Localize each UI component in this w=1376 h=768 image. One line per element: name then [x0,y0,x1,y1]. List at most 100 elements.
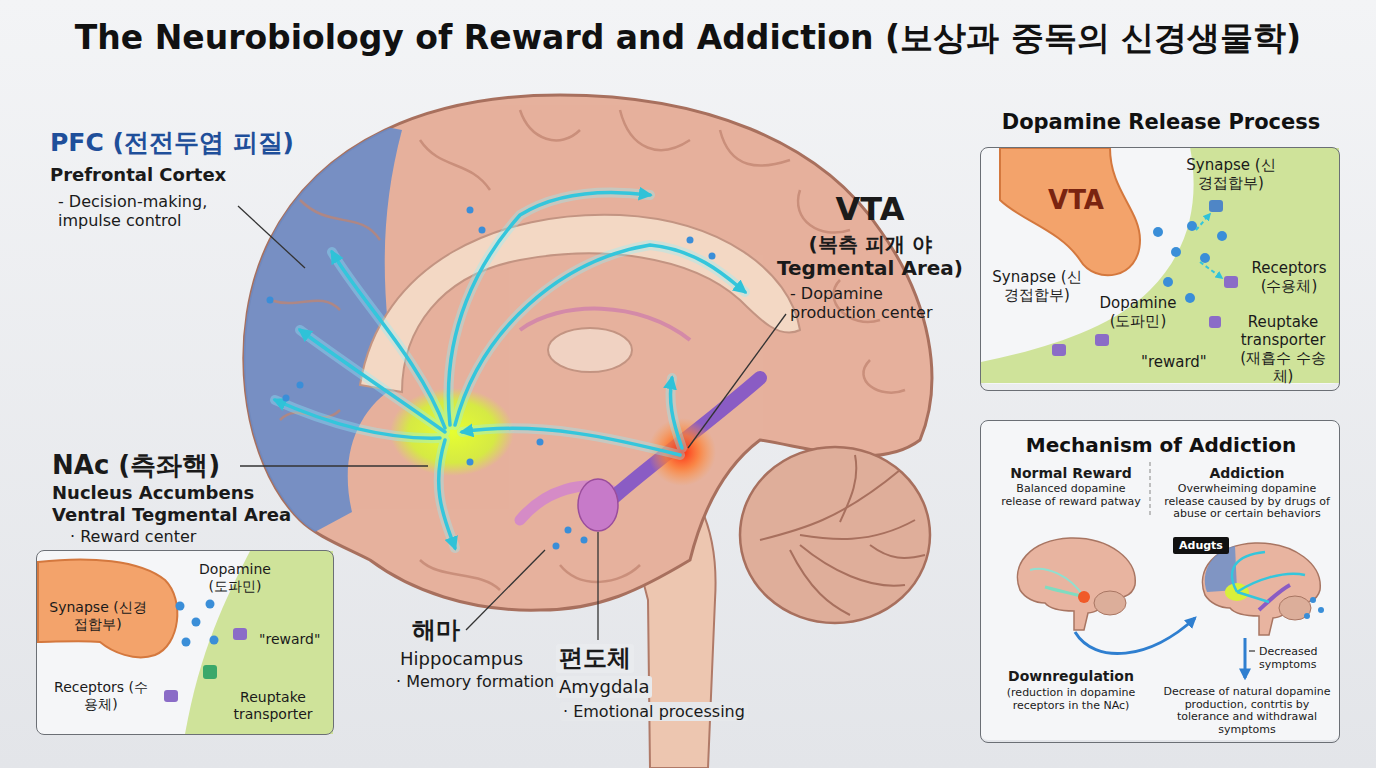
region-label: - Dopamine production center [790,284,965,322]
illustration-part [520,110,580,140]
illustration-part [1310,597,1316,603]
illustration-part [203,665,217,679]
mechanism-panel: Mechanism of AddictionNormal RewardBalan… [980,420,1340,743]
illustration-part [1196,214,1222,278]
region-label: Prefrontal Cortex [50,164,226,186]
illustration-part [620,110,690,150]
cerebellum [740,447,930,623]
illustration-part [275,400,440,438]
illustration-part [1200,262,1222,278]
illustration-part [1224,276,1238,288]
illustration-part [332,252,445,428]
tag-box: Adugts [1173,537,1229,554]
synapse-inset-art [36,550,334,735]
node-text: Overwheiming dopamine release caused by … [1161,483,1333,521]
process-panel: Dopamine Release ProcessSynapse (신경접합부)R… [980,147,1340,391]
node-text: Dopamine (도파민) [1093,294,1183,330]
illustration-part [1052,344,1066,356]
region-label: · Reward center [70,527,196,546]
region-label: · Memory formation [396,672,554,691]
release-panel-art [980,147,1340,384]
illustration-part [182,638,191,647]
illustration-part [1232,552,1305,602]
illustration-part [283,395,290,402]
illustration-part [760,455,925,615]
illustration-part [1209,200,1223,212]
illustration-part [270,300,340,310]
illustration-part [870,545,925,558]
illustration-part [720,130,790,166]
illustration-part [537,439,544,446]
synapse-inset: Dopamine (도파민) Synapse (신경접합부) "reward" Rec… [36,550,334,735]
illustration-part [455,245,745,425]
illustration-part [740,447,930,623]
illustration-part [1078,591,1090,603]
illustration-part [688,314,786,448]
illustration-part [1202,543,1324,635]
illustration-part [1304,597,1324,619]
illustration-part [1017,538,1135,630]
region-label: VTA [770,190,970,228]
illustration-part [560,565,640,582]
illustration-part [439,440,455,548]
node-text: Reuptake transporter [221,689,325,723]
illustration-part [1163,277,1173,287]
illustration-part [1196,214,1210,230]
illustration-part [980,420,1340,740]
illustration-part [1017,538,1135,630]
illustration-part [479,227,486,234]
illustration-part [1237,574,1305,592]
illustration-part [800,520,915,539]
illustration-part [455,245,745,425]
illustration-part [1185,293,1195,303]
illustration-part [1095,334,1109,346]
illustration-part [670,378,682,448]
illustration-part [448,192,650,425]
illustration-part [1217,231,1227,241]
illustration-part [462,428,680,455]
region-label: 편도체 [556,644,634,673]
illustration-part [1153,221,1227,303]
illustration-part [267,207,716,550]
region-label: Nucleus Accumbens Ventral Tegmental Area [52,482,314,525]
illustration-part [597,532,598,640]
region-label: · Emotional processing [560,702,748,721]
illustration-part [275,192,745,548]
illustration-part [164,690,178,702]
node-text: Dopamine (도파민) [189,561,281,595]
node-text: Synapse (신경접합부) [987,268,1087,304]
neuron-terminal: VTA [1036,181,1116,221]
illustration-part [863,360,905,393]
illustration-part [800,545,905,586]
illustration-part [38,559,177,657]
illustration-part [1200,253,1210,263]
illustration-part [1153,227,1163,237]
node-text: Normal Reward [996,465,1146,482]
node-text: Balanced dopamine release of reward patw… [996,483,1146,508]
illustration-part [1244,638,1247,678]
diagram-title: The Neurobiology of Reward and Addiction… [0,18,1376,58]
illustration-part [1318,607,1324,613]
illustration-part [1094,591,1126,615]
illustration-part [439,440,455,548]
node-text: Synapse (신경접합부) [47,599,149,633]
illustration-part [687,237,694,244]
illustration-part [1000,148,1140,275]
node-text: Downregulation [991,668,1151,685]
region-label: 해마 [412,616,460,645]
node-text: "reward" [259,631,320,648]
node-text: Dopamine Release Process [981,110,1341,135]
illustration-part [176,600,219,647]
illustration-part [1149,462,1150,515]
illustration-part [420,140,490,190]
illustration-part [36,550,334,735]
node-text: Receptors (수용체) [1243,259,1335,295]
illustration-part [840,455,856,522]
illustration-part [275,192,745,548]
region-label: (복측 피개 야 Tegmental Area) [770,232,970,280]
illustration-part [210,636,219,645]
illustration-part [1171,247,1181,257]
node-text: Mechanism of Addiction [981,433,1341,457]
node-text: Receptors (수용체) [53,679,149,713]
